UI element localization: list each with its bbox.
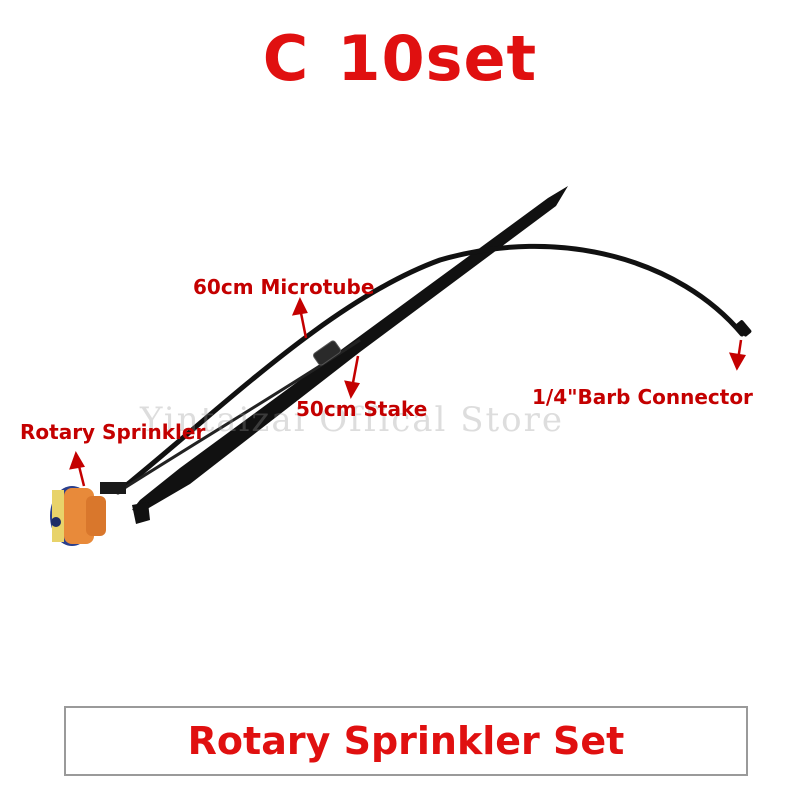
caption-box: Rotary Sprinkler Set: [64, 706, 748, 776]
stake-spike: [132, 186, 568, 512]
label-microtube: 60cm Microtube: [193, 275, 375, 299]
barb-connector: [735, 320, 752, 337]
label-stake: 50cm Stake: [296, 397, 428, 421]
label-connector: 1/4"Barb Connector: [532, 385, 753, 409]
stake-clip: [313, 340, 341, 366]
rotary-sprinkler: [50, 486, 106, 546]
store-watermark: Yintaizai Offical Store: [140, 400, 565, 440]
label-sprinkler: Rotary Sprinkler: [20, 420, 206, 444]
caption-text: Rotary Sprinkler Set: [187, 719, 625, 763]
product-title: C 10set: [0, 22, 800, 95]
annotation-arrows: [69, 297, 747, 487]
title-quantity: 10set: [337, 22, 538, 95]
sprinkler-riser: [100, 482, 126, 494]
title-letter: C: [262, 22, 310, 95]
stake-bracket: [132, 502, 150, 524]
microtube: [115, 243, 745, 495]
